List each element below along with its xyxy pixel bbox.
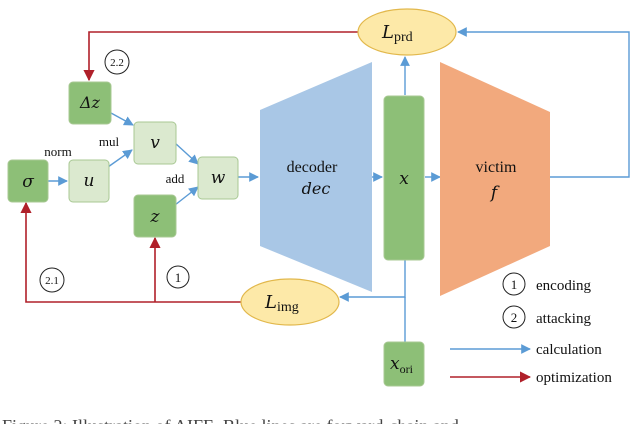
loss-prd-base: L bbox=[381, 22, 394, 43]
dz-label: Δz bbox=[79, 93, 101, 112]
step-2-2-text: 2.2 bbox=[110, 57, 124, 69]
loss-prd: Lprd bbox=[357, 8, 457, 56]
x-node: x bbox=[383, 95, 425, 261]
step-marker-1: 1 bbox=[166, 265, 190, 289]
victim-var: f bbox=[489, 183, 500, 203]
arrow-z-w bbox=[174, 186, 199, 206]
v-node: v bbox=[133, 121, 177, 165]
u-node: u bbox=[68, 159, 110, 203]
x-ori-node: xori bbox=[383, 341, 425, 387]
v-label: v bbox=[150, 133, 160, 153]
figure-caption: Figure 2: Illustration of AIFE. Blue lin… bbox=[2, 416, 459, 424]
z-node: z bbox=[133, 194, 177, 238]
svg-text:Lprd: Lprd bbox=[381, 22, 413, 45]
arrow-victim-lprd bbox=[457, 27, 630, 178]
loss-img-sub: img bbox=[277, 300, 299, 315]
svg-text:Limg: Limg bbox=[264, 292, 299, 315]
z-label: z bbox=[150, 207, 161, 227]
step-1-text: 1 bbox=[175, 270, 182, 285]
arrow-v-w bbox=[174, 142, 199, 165]
w-node: w bbox=[197, 156, 239, 200]
w-label: w bbox=[211, 168, 226, 188]
arrow-lprd-dz bbox=[83, 31, 358, 82]
decoder-var: dec bbox=[302, 179, 331, 198]
victim-block: victim f bbox=[440, 62, 550, 296]
step-2-1-text: 2.1 bbox=[45, 275, 59, 287]
svg-text:xori: xori bbox=[390, 354, 414, 376]
sigma-label: σ bbox=[22, 172, 34, 192]
loss-prd-sub: prd bbox=[394, 30, 413, 45]
legend: 1 encoding 2 attacking calculation optim… bbox=[450, 272, 612, 386]
decoder-label: decoder bbox=[287, 159, 338, 176]
legend-attacking: attacking bbox=[536, 311, 591, 327]
add-label: add bbox=[166, 171, 185, 186]
legend-optimization: optimization bbox=[536, 370, 612, 386]
u-label: u bbox=[84, 171, 95, 191]
legend-attacking-num: 2 bbox=[511, 310, 518, 325]
legend-encoding: encoding bbox=[536, 278, 591, 294]
arrow-u-v bbox=[107, 149, 133, 168]
step-marker-2-1: 2.1 bbox=[39, 267, 65, 293]
arrow-limg-sigma bbox=[20, 201, 242, 303]
calculation-arrows bbox=[48, 27, 630, 342]
loss-img: Limg bbox=[240, 278, 340, 326]
step-marker-2-2: 2.2 bbox=[104, 49, 130, 75]
x-ori-base: x bbox=[390, 354, 400, 374]
mul-label: mul bbox=[99, 134, 120, 149]
norm-label: norm bbox=[44, 144, 71, 159]
loss-img-base: L bbox=[264, 292, 277, 313]
legend-encoding-num: 1 bbox=[511, 277, 518, 292]
decoder-block: decoder dec bbox=[260, 62, 372, 292]
sigma-node: σ bbox=[7, 159, 49, 203]
legend-calculation: calculation bbox=[536, 342, 602, 358]
dz-node: Δz bbox=[68, 81, 112, 125]
arrow-dz-v bbox=[110, 112, 134, 126]
x-node-label: x bbox=[399, 169, 409, 189]
optimization-arrows bbox=[20, 31, 358, 303]
victim-label: victim bbox=[476, 159, 517, 176]
x-ori-sub: ori bbox=[400, 362, 414, 376]
